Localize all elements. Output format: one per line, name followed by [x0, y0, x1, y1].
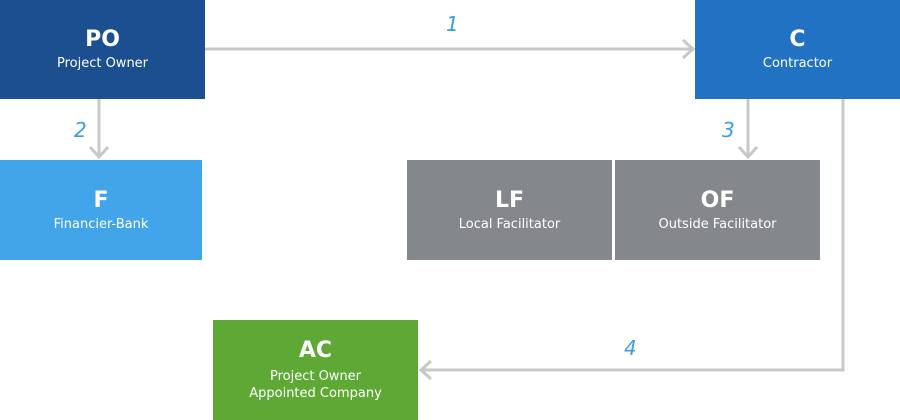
- appointed-company-box: AC Project Owner Appointed Company: [213, 320, 418, 420]
- local-facilitator-abbr: LF: [494, 187, 525, 213]
- contractor-label: Contractor: [762, 56, 833, 71]
- outside-facilitator-box: OF Outside Facilitator: [615, 160, 820, 260]
- step-number-3: 3: [722, 118, 735, 142]
- financier-box: F Financier-Bank: [0, 160, 202, 260]
- step-number-1: 1: [446, 12, 459, 36]
- step-number-4: 4: [624, 336, 637, 360]
- contractor-abbr: C: [789, 27, 806, 52]
- step-number-2: 2: [74, 118, 87, 142]
- arrowhead-of: [737, 145, 759, 160]
- arrowhead-f: [88, 145, 110, 160]
- contractor-box: C Contractor: [695, 0, 900, 99]
- arrowhead-ac: [418, 359, 433, 381]
- arrowhead-c: [681, 38, 696, 60]
- local-facilitator-label: Local Facilitator: [458, 216, 561, 232]
- project-owner-box: PO Project Owner: [0, 0, 205, 99]
- appointed-company-abbr: AC: [298, 338, 333, 363]
- local-facilitator-box: LF Local Facilitator: [407, 160, 612, 260]
- appointed-company-label-line2: Appointed Company: [249, 386, 382, 401]
- connector-c-to-ac: [422, 99, 845, 372]
- appointed-company-label-line1: Project Owner: [269, 369, 362, 384]
- financier-label: Financier-Bank: [53, 216, 149, 232]
- financier-abbr: F: [93, 187, 109, 213]
- outside-facilitator-abbr: OF: [700, 187, 735, 213]
- project-owner-abbr: PO: [85, 27, 120, 52]
- outside-facilitator-label: Outside Facilitator: [658, 216, 777, 232]
- project-owner-label: Project Owner: [56, 56, 149, 71]
